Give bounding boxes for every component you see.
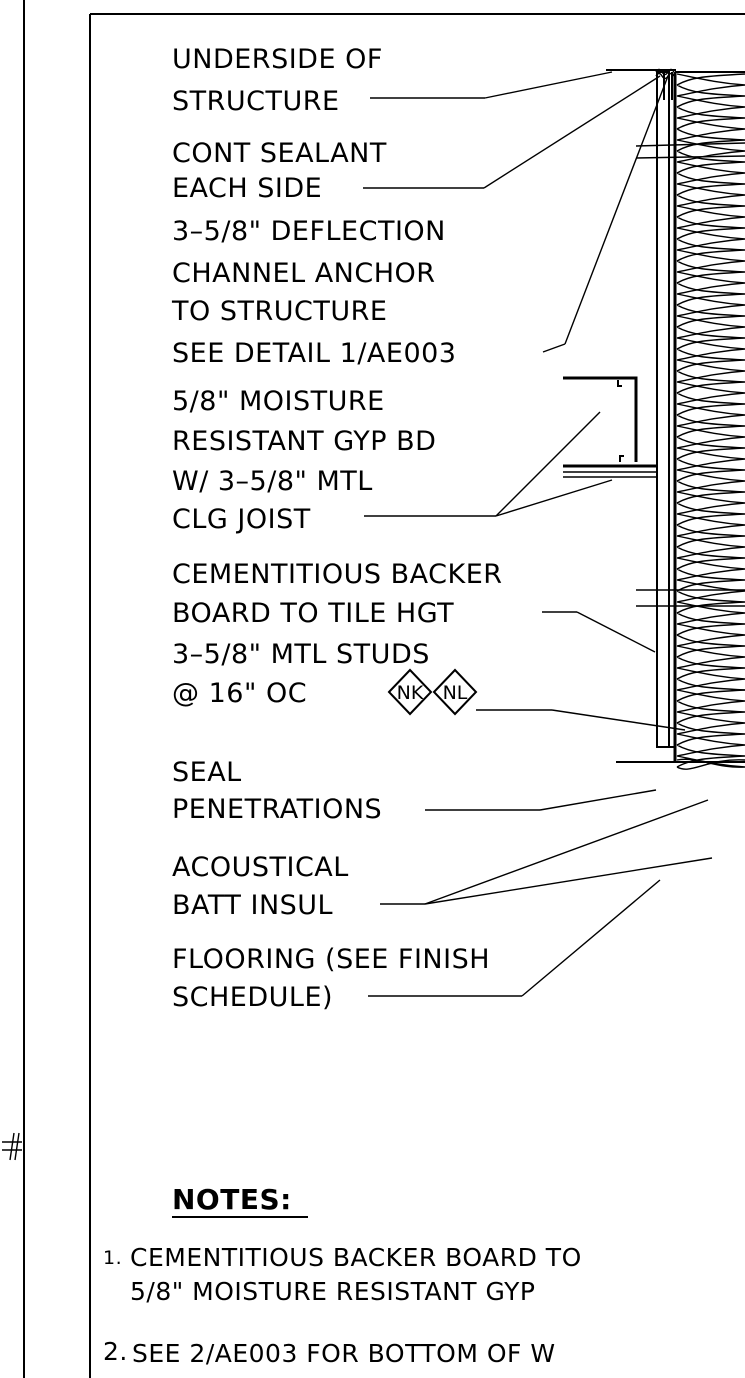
svg-text:CLG JOIST: CLG JOIST [172,504,311,535]
note-number: 2. [103,1337,128,1366]
callout-acoustical-batt: ACOUSTICAL BATT INSUL [172,799,713,921]
break-line [635,155,745,159]
detail-frame [89,13,745,1378]
note-line: SEE 2/AE003 FOR BOTTOM OF W [132,1339,556,1368]
callout-seal-penetrations: SEAL PENETRATIONS [172,757,657,825]
svg-text:FLOORING (SEE FINISH: FLOORING (SEE FINISH [172,944,490,975]
keynote-tag-nl: NL [432,668,478,716]
callout-flooring: FLOORING (SEE FINISH SCHEDULE) [172,879,661,1013]
svg-text:PENETRATIONS: PENETRATIONS [172,794,382,825]
svg-text:CONT SEALANT: CONT SEALANT [172,138,387,169]
wall-assembly [606,68,745,770]
svg-text:BATT INSUL: BATT INSUL [172,890,333,921]
svg-text:CEMENTITIOUS BACKER: CEMENTITIOUS BACKER [172,559,503,590]
batt-insulation-pattern [676,73,745,770]
gypsum-board [656,71,670,748]
notes-heading: NOTES: [172,1183,292,1216]
callout-underside-of-structure: UNDERSIDE OF STRUCTURE [172,44,613,117]
svg-text:W/ 3–5/8" MTL: W/ 3–5/8" MTL [172,466,373,497]
svg-text:TO STRUCTURE: TO STRUCTURE [171,296,387,327]
svg-text:SEE DETAIL 1/AE003: SEE DETAIL 1/AE003 [172,338,456,369]
svg-text:SEAL: SEAL [172,757,242,788]
svg-text:STRUCTURE: STRUCTURE [172,86,340,117]
svg-text:ACOUSTICAL: ACOUSTICAL [172,852,349,883]
svg-text:NK: NK [397,682,424,704]
note-line: 5/8" MOISTURE RESISTANT GYP [130,1277,535,1306]
left-edge-mark [2,1132,22,1161]
svg-text:CHANNEL ANCHOR: CHANNEL ANCHOR [172,258,436,289]
note-line: CEMENTITIOUS BACKER BOARD TO [130,1243,582,1272]
svg-text:3–5/8" MTL STUDS: 3–5/8" MTL STUDS [172,639,430,670]
svg-text:UNDERSIDE OF: UNDERSIDE OF [172,44,383,75]
callout-cont-sealant: CONT SEALANT EACH SIDE [172,75,661,204]
svg-text:NL: NL [443,682,468,704]
keynote-tag-nk: NK [387,668,433,716]
svg-text:RESISTANT GYP BD: RESISTANT GYP BD [172,426,436,457]
callout-cementitious-backer: CEMENTITIOUS BACKER BOARD TO TILE HGT [172,559,656,653]
callout-deflection-channel: 3–5/8" DEFLECTION CHANNEL ANCHOR TO STRU… [171,75,669,369]
svg-text:EACH SIDE: EACH SIDE [172,173,322,204]
svg-text:3–5/8" DEFLECTION: 3–5/8" DEFLECTION [172,216,446,247]
notes-block: NOTES: 1. CEMENTITIOUS BACKER BOARD TO 5… [103,1183,582,1368]
note-number: 1. [103,1247,122,1269]
callout-moisture-resistant-gyp: 5/8" MOISTURE RESISTANT GYP BD W/ 3–5/8"… [172,386,613,535]
svg-text:@ 16" OC: @ 16" OC [172,678,307,709]
svg-text:BOARD TO TILE HGT: BOARD TO TILE HGT [172,598,454,629]
break-line [635,142,745,147]
ceiling-joist-section [563,376,657,478]
svg-text:SCHEDULE): SCHEDULE) [172,982,333,1013]
svg-text:5/8" MOISTURE: 5/8" MOISTURE [172,386,385,417]
callout-metal-studs: 3–5/8" MTL STUDS @ 16" OC NK NL [172,639,686,731]
